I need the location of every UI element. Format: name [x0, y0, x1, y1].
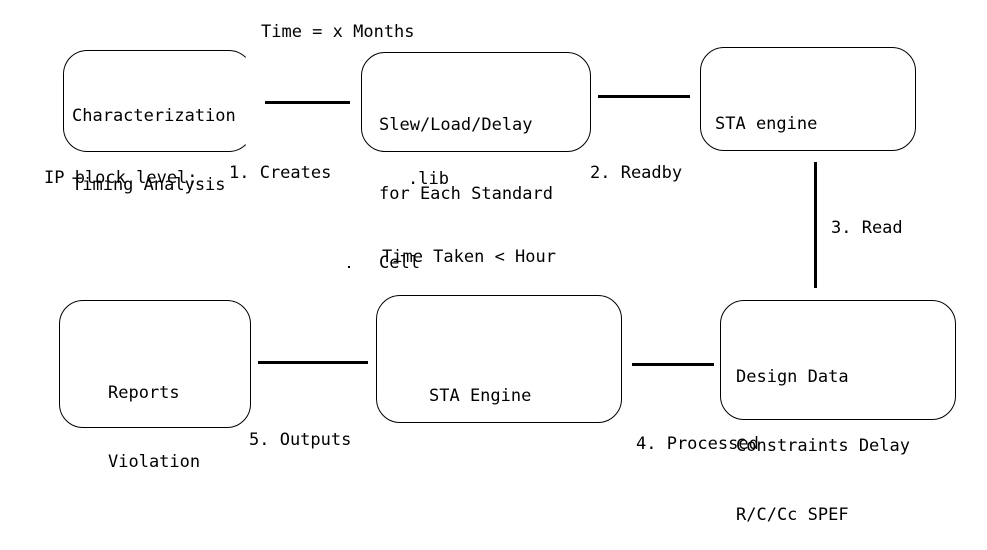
lib-cell-box [361, 52, 591, 152]
ip-block-caption: IP block level; [44, 168, 198, 188]
sta-engine-top-text: STA engine [715, 67, 817, 159]
lib-caption: .lib [408, 169, 449, 189]
time-hour-label: Time Taken < Hour [382, 247, 556, 267]
readby-connector [598, 95, 690, 98]
reports-line-2: Violation [108, 452, 201, 472]
diagram-canvas: { "nodes": { "characterization": { "line… [44, 22, 956, 525]
sta-engine-top-box [700, 47, 916, 151]
outputs-label: 5. Outputs [249, 430, 352, 450]
sta-engine-bottom-line-1: STA Engine [429, 386, 532, 406]
read-label: 3. Read [831, 218, 903, 238]
characterization-box [63, 50, 253, 152]
sta-engine-top-line-1: STA engine [715, 114, 818, 134]
characterization-text: Characterization Timing Analysis [72, 59, 236, 220]
stray-dot [348, 266, 350, 268]
outputs-connector [258, 361, 368, 364]
reports-text: Reports Violation [108, 336, 200, 497]
processed-connector [632, 363, 714, 366]
characterization-line-1: Characterization [72, 106, 236, 126]
lib-cell-line-1: Slew/Load/Delay [379, 115, 533, 135]
sta-engine-bottom-box [376, 295, 622, 423]
creates-label: 1. Creates [229, 163, 332, 183]
reports-line-1: Reports [108, 383, 180, 403]
design-data-line-2: Constraints Delay [736, 436, 910, 456]
design-data-box [720, 300, 956, 420]
creates-connector [265, 101, 350, 104]
time-months-label: Time = x Months [261, 22, 415, 42]
read-connector [814, 162, 817, 288]
sta-engine-bottom-text: STA Engine [429, 339, 531, 431]
lib-cell-line-3: Cell [379, 253, 420, 273]
readby-label: 2. Readby [590, 163, 683, 183]
lib-cell-text: Slew/Load/Delay for Each Standard Cell [379, 68, 553, 298]
characterization-line-2: Timing Analysis [72, 175, 226, 195]
design-data-line-3: R/C/Cc SPEF [736, 505, 849, 525]
lib-cell-line-2: for Each Standard [379, 184, 553, 204]
design-data-text: Design Data Constraints Delay R/C/Cc SPE… [736, 320, 910, 550]
design-data-line-1: Design Data [736, 367, 849, 387]
processed-label: 4. Processed [636, 434, 759, 454]
reports-box [59, 300, 251, 428]
